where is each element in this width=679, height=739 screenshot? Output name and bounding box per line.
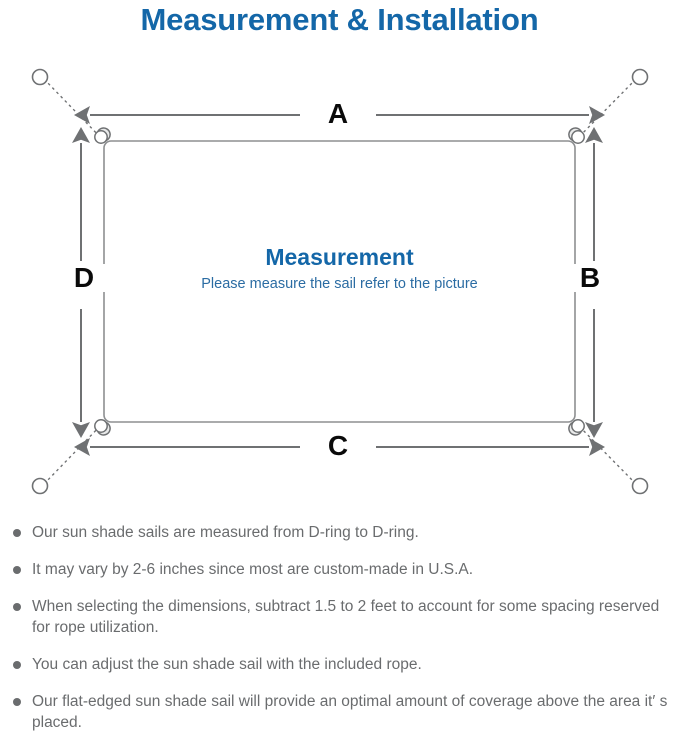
rope-bottom-right (574, 421, 637, 485)
note-item: Our flat-edged sun shade sail will provi… (0, 691, 679, 733)
note-text: You can adjust the sun shade sail with t… (32, 656, 422, 673)
page-title: Measurement & Installation (140, 2, 539, 37)
bullet-icon (13, 566, 21, 574)
bullet-icon (13, 603, 21, 611)
anchor-ring-top-left (31, 68, 49, 86)
anchor-ring-bottom-left (31, 477, 49, 495)
rope-top-right (574, 78, 637, 142)
d-ring-circle-bottom-left (94, 419, 108, 433)
note-text: When selecting the dimensions, subtract … (32, 598, 660, 636)
anchor-ring-bottom-right (631, 477, 649, 495)
rope-top-left (43, 78, 105, 142)
note-item: It may vary by 2-6 inches since most are… (0, 559, 679, 580)
note-text: Our sun shade sails are measured from D-… (32, 524, 419, 541)
d-ring-circle-bottom-right (571, 419, 585, 433)
bullet-icon (13, 661, 21, 669)
diagram-canvas (31, 68, 649, 495)
d-rings (94, 127, 585, 436)
measurement-diagram: A B C D Measurement Please measure the s… (0, 46, 679, 516)
note-item: When selecting the dimensions, subtract … (0, 596, 679, 638)
rope-bottom-left (43, 421, 105, 485)
anchor-ring-top-right (631, 68, 649, 86)
note-text: It may vary by 2-6 inches since most are… (32, 561, 474, 578)
note-item: You can adjust the sun shade sail with t… (0, 654, 679, 675)
d-ring-circle-top-left (94, 130, 108, 144)
anchor-rings (31, 68, 649, 495)
bullet-icon (13, 698, 21, 706)
note-text: Our flat-edged sun shade sail will provi… (32, 693, 668, 731)
sail-body (103, 140, 576, 423)
notes-list: Our sun shade sails are measured from D-… (0, 522, 679, 733)
bullet-icon (13, 529, 21, 537)
d-ring-circle-top-right (571, 130, 585, 144)
note-item: Our sun shade sails are measured from D-… (0, 522, 679, 543)
